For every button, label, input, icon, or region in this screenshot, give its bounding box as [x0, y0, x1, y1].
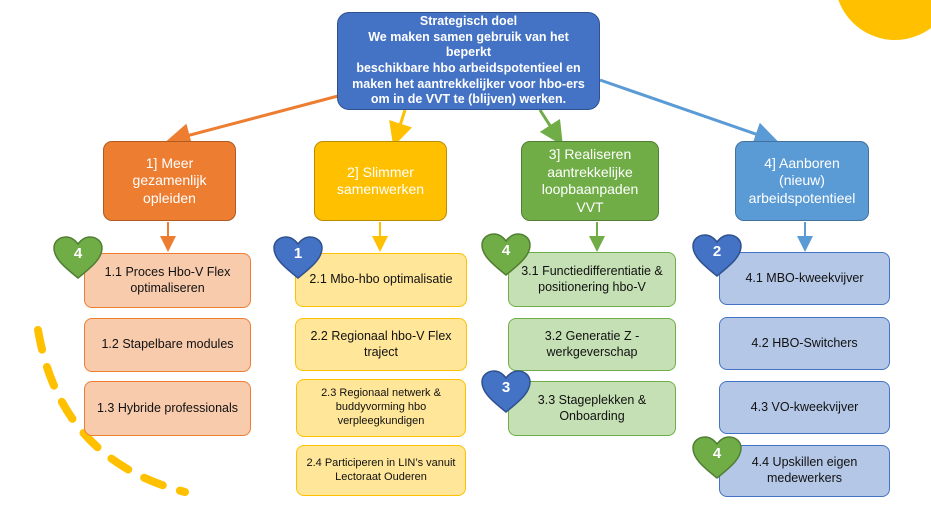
item-4-3-label: 4.3 VO-kweekvijver	[750, 399, 859, 414]
item-1-1-label: 1.1 Proces Hbo-V Flex optimaliseren	[104, 264, 231, 295]
heart-icon: 3	[481, 370, 531, 414]
arrow-goal-to-pillar-2	[389, 109, 413, 147]
item-4-1: 4.1 MBO-kweekvijver	[719, 252, 890, 305]
item-4-2-label: 4.2 HBO-Switchers	[751, 335, 858, 350]
dashed-arc-decoration	[34, 326, 189, 496]
item-1-3: 1.3 Hybride professionals	[84, 381, 251, 436]
arrow-goal-to-pillar-4	[599, 78, 779, 146]
item-3-1: 3.1 Functiedifferentiatie & positionerin…	[508, 252, 676, 307]
item-1-2-label: 1.2 Stapelbare modules	[101, 337, 234, 352]
heart-icon: 2	[692, 234, 742, 278]
item-4-1-label: 4.1 MBO-kweekvijver	[745, 270, 864, 285]
heart-number: 2	[712, 243, 722, 260]
heart-number: 4	[712, 445, 722, 462]
pillar-4-box: 4] Aanboren (nieuw) arbeidspotentieel	[735, 141, 869, 221]
heart-number: 4	[73, 245, 83, 262]
item-3-3: 3.3 Stageplekken & Onboarding	[508, 381, 676, 436]
item-3-3-label: 3.3 Stageplekken & Onboarding	[537, 392, 647, 423]
item-1-3-label: 1.3 Hybride professionals	[96, 400, 239, 415]
item-3-1-label: 3.1 Functiedifferentiatie & positionerin…	[521, 263, 663, 294]
arrow-goal-to-pillar-1	[166, 94, 339, 147]
pillar-1-box: 1] Meer gezamenlijk opleiden	[103, 141, 236, 221]
sun-decoration	[838, 0, 931, 40]
item-2-2: 2.2 Regionaal hbo-V Flex traject	[295, 318, 467, 371]
heart-icon: 4	[53, 236, 103, 280]
arrow-goal-to-pillar-3	[538, 109, 563, 146]
goal-line: maken het aantrekkelijker voor hbo-ers	[352, 76, 585, 91]
pillar-2-label: 2] Slimmer samenwerken	[336, 163, 425, 198]
item-4-4-label: 4.4 Upskillen eigen medewerkers	[751, 455, 858, 485]
pillar-4-label: 4] Aanboren (nieuw) arbeidspotentieel	[748, 154, 856, 206]
goal-line: beschikbare hbo arbeidspotentieel en	[356, 61, 581, 75]
heart-number: 3	[501, 379, 511, 396]
pillar-3-box: 3] Realiseren aantrekkelijke loopbaanpad…	[521, 141, 659, 221]
item-4-4: 4.4 Upskillen eigen medewerkers	[719, 445, 890, 497]
heart-icon: 4	[481, 233, 531, 277]
item-4-3: 4.3 VO-kweekvijver	[719, 381, 890, 434]
item-4-2: 4.2 HBO-Switchers	[719, 317, 890, 370]
item-2-3: 2.3 Regionaal netwerk & buddyvorming hbo…	[296, 379, 466, 437]
item-3-2-label: 3.2 Generatie Z - werkgeverschap	[544, 328, 640, 359]
goal-line: om in de VVT te (blijven) werken.	[370, 92, 567, 107]
item-1-1: 1.1 Proces Hbo-V Flex optimaliseren	[84, 253, 251, 308]
heart-number: 4	[501, 242, 511, 259]
item-2-1: 2.1 Mbo-hbo optimalisatie	[295, 253, 467, 307]
item-2-2-label: 2.2 Regionaal hbo-V Flex traject	[310, 328, 452, 359]
item-2-4: 2.4 Participeren in LIN’s vanuit Lectora…	[296, 445, 466, 496]
heart-icon: 1	[273, 236, 323, 280]
pillar-3-label: 3] Realiseren aantrekkelijke loopbaanpad…	[541, 146, 639, 215]
pillar-2-box: 2] Slimmer samenwerken	[314, 141, 447, 221]
goal-line: We maken samen gebruik van het beperkt	[368, 29, 569, 60]
item-3-2: 3.2 Generatie Z - werkgeverschap	[508, 318, 676, 371]
item-1-2: 1.2 Stapelbare modules	[84, 318, 251, 372]
item-2-3-label: 2.3 Regionaal netwerk & buddyvorming hbo…	[321, 387, 441, 427]
item-2-4-label: 2.4 Participeren in LIN’s vanuit Lectora…	[306, 456, 456, 483]
heart-icon: 4	[692, 436, 742, 480]
strategic-goal-box: Strategisch doel We maken samen gebruik …	[337, 12, 600, 110]
pillar-1-label: 1] Meer gezamenlijk opleiden	[132, 154, 207, 206]
goal-title: Strategisch doel	[419, 14, 518, 29]
item-2-1-label: 2.1 Mbo-hbo optimalisatie	[309, 272, 453, 287]
heart-number: 1	[293, 245, 303, 262]
